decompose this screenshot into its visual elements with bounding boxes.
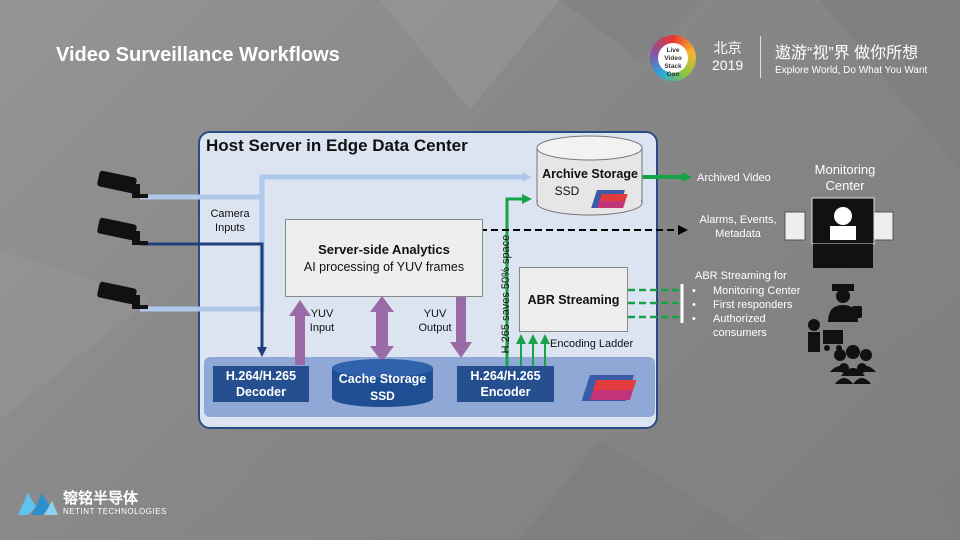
abr-target-monitoring: Monitoring Center xyxy=(713,285,801,297)
netint-footer-logo: 镕铭半导体 NETINT TECHNOLOGIES xyxy=(18,487,166,522)
abr-bullet-3: • xyxy=(692,313,696,325)
livevideostack-logo: Live Video Stack Con xyxy=(650,35,696,81)
company-name-en: NETINT TECHNOLOGIES xyxy=(63,507,167,516)
company-name-cn: 镕铭半导体 xyxy=(63,490,139,507)
netint-card-icon-band xyxy=(581,375,637,401)
cache-storage-subtitle: SSD xyxy=(370,389,395,403)
slogan-en: Explore World, Do What You Want xyxy=(775,65,928,76)
abr-bullet-1: • xyxy=(692,285,696,297)
monitoring-center-icon xyxy=(784,197,894,268)
event-slogan: 遨游“视”界 做你所想 Explore World, Do What You W… xyxy=(775,39,927,76)
police-officer-icon xyxy=(828,284,862,322)
alarms-events-label: Alarms, Events, Metadata xyxy=(699,214,777,240)
encoder-box: H.264/H.265 Encoder xyxy=(457,366,554,402)
archive-storage-subtitle: SSD xyxy=(554,184,580,198)
encoding-ladder-label: Encoding Ladder xyxy=(550,338,634,350)
camera-to-decoder-line xyxy=(140,242,267,357)
slide-title: Video Surveillance Workflows xyxy=(56,44,340,66)
camera-inputs-label: Camera Inputs xyxy=(210,208,250,234)
monitoring-center-label: Monitoring Center xyxy=(814,162,876,193)
archived-video-label: Archived Video xyxy=(697,172,771,184)
slogan-cn: 遨游“视”界 做你所想 xyxy=(775,45,919,62)
event-location: 北京 2019 xyxy=(712,40,743,74)
decoder-label: H.264/H.265 Decoder xyxy=(225,369,297,399)
yuv-input-label: YUV Input xyxy=(309,308,335,334)
host-server-title: Host Server in Edge Data Center xyxy=(206,136,468,155)
yuv-output-label: YUV Output xyxy=(418,308,452,334)
cctv-camera-icon-2 xyxy=(97,217,148,245)
encoder-to-archive-line xyxy=(505,194,532,366)
abr-target-authorized-consumers: Authorized consumers xyxy=(713,313,767,339)
cache-exchange-arrow xyxy=(370,296,394,362)
event-city: 北京 xyxy=(713,40,742,56)
livevideostack-logo-text: Live Video Stack Con xyxy=(658,43,688,78)
netint-logo-icon xyxy=(18,493,58,515)
cache-storage-title: Cache Storage xyxy=(338,372,427,386)
analytics-title: Server-side Analytics xyxy=(318,242,450,257)
first-responder-icon xyxy=(808,319,843,352)
crowd-icon xyxy=(830,345,876,384)
server-side-analytics-box: Server-side Analytics AI processing of Y… xyxy=(285,219,483,297)
analytics-subtitle: AI processing of YUV frames xyxy=(303,260,465,274)
archive-cylinder xyxy=(536,135,643,216)
yuv-input-arrow xyxy=(289,300,311,365)
netint-card-icon-archive xyxy=(591,190,628,208)
abr-bullet-2: • xyxy=(692,299,696,311)
encoder-label: H.264/H.265 Encoder xyxy=(470,369,541,399)
h265-savings-label: H.265 saves 50% space xyxy=(500,234,512,354)
abr-streaming-title: ABR Streaming xyxy=(527,292,620,307)
cctv-camera-icon-3 xyxy=(97,281,148,309)
cache-cylinder xyxy=(332,359,433,407)
camera-feed-line-top xyxy=(140,172,532,200)
header-divider xyxy=(760,36,761,78)
event-year: 2019 xyxy=(712,57,744,73)
cctv-camera-icon-1 xyxy=(97,170,148,198)
decoder-box: H.264/H.265 Decoder xyxy=(213,366,309,402)
abr-target-first-responders: First responders xyxy=(713,299,793,311)
abr-streaming-box: ABR Streaming xyxy=(519,267,628,332)
archive-storage-title: Archive Storage xyxy=(542,167,638,181)
yuv-output-arrow xyxy=(450,296,472,358)
abr-streaming-for-label: ABR Streaming for xyxy=(695,270,787,282)
